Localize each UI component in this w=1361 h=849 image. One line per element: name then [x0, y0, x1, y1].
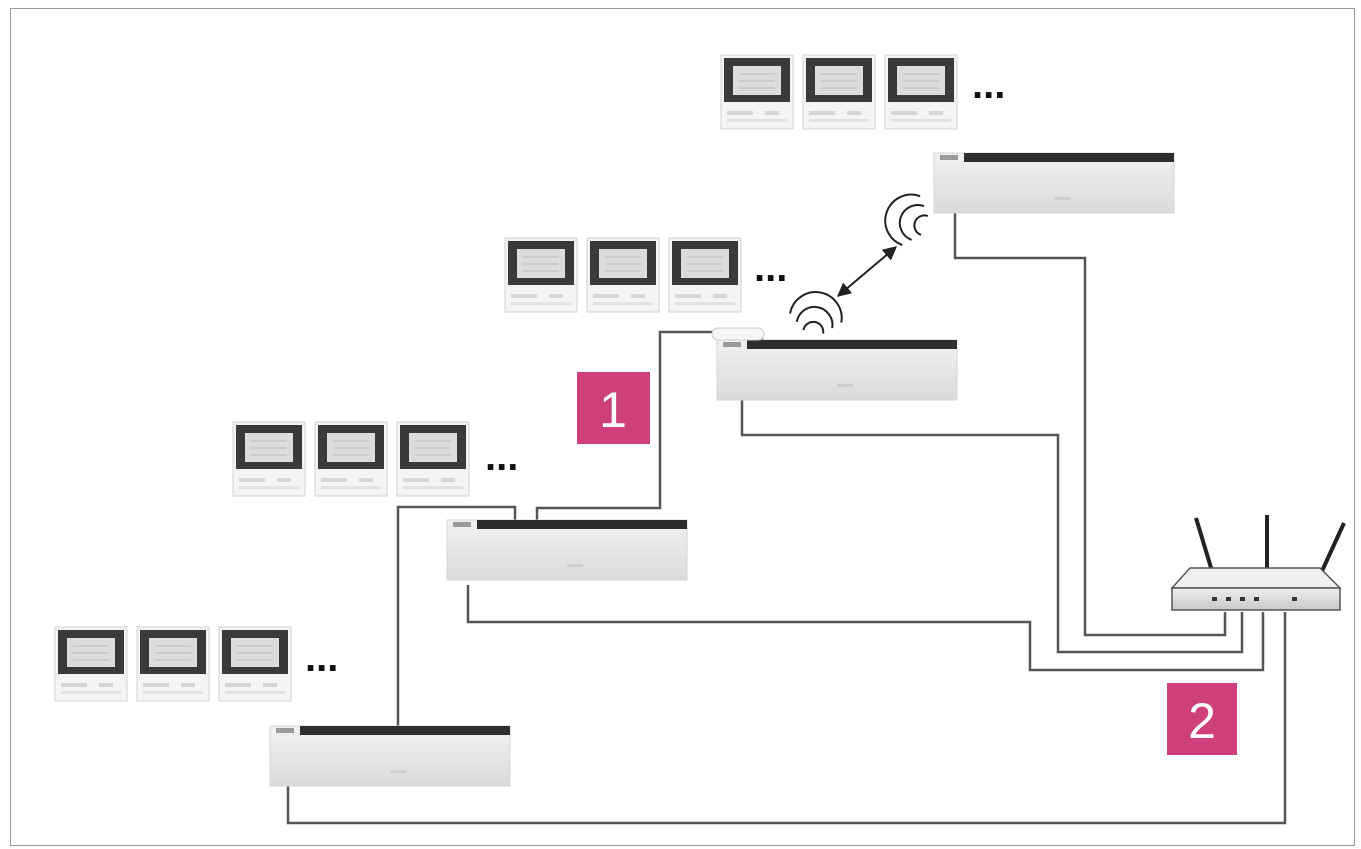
thermostat-icon [668, 237, 742, 313]
continuation-dots: ... [972, 63, 1005, 107]
continuation-dots: ... [305, 636, 338, 680]
thermostat-icon [884, 54, 958, 130]
thermostat-icon [314, 421, 388, 497]
thermostat-group-2: ... [232, 421, 518, 497]
wireless-signal-icon [786, 286, 847, 338]
wireless-signal-icon [876, 186, 935, 251]
thermostat-icon [720, 54, 794, 130]
callout-2: 2 [1167, 683, 1237, 755]
cable-controller-2-router [466, 585, 1265, 672]
antenna-icon [711, 327, 765, 341]
diagram-frame [10, 8, 1355, 846]
cable-controller-1-router [286, 612, 1287, 825]
controller-icon [446, 519, 688, 581]
continuation-dots: ... [485, 435, 518, 479]
controller-icon [716, 339, 958, 401]
callout-2-label: 2 [1188, 693, 1216, 749]
thermostat-icon [136, 626, 210, 702]
thermostat-icon [586, 237, 660, 313]
callout-1: 1 [577, 372, 650, 444]
controller-icon [933, 152, 1175, 214]
thermostat-group-3: ... [504, 237, 787, 313]
thermostat-group-1: ... [54, 626, 338, 702]
cable-controller-4-router [953, 210, 1227, 637]
continuation-dots: ... [754, 246, 787, 290]
thermostat-icon [504, 237, 578, 313]
thermostat-icon [802, 54, 876, 130]
thermostat-icon [218, 626, 292, 702]
thermostat-icon [396, 421, 470, 497]
router-icon [1170, 515, 1346, 611]
cable-controller-3-router [740, 395, 1244, 654]
bidirectional-arrow-icon [836, 246, 898, 297]
callout-1-label: 1 [599, 382, 627, 438]
thermostat-icon [54, 626, 128, 702]
thermostat-icon [232, 421, 306, 497]
thermostat-group-4: ... [720, 54, 1005, 130]
controller-icon [269, 725, 511, 787]
